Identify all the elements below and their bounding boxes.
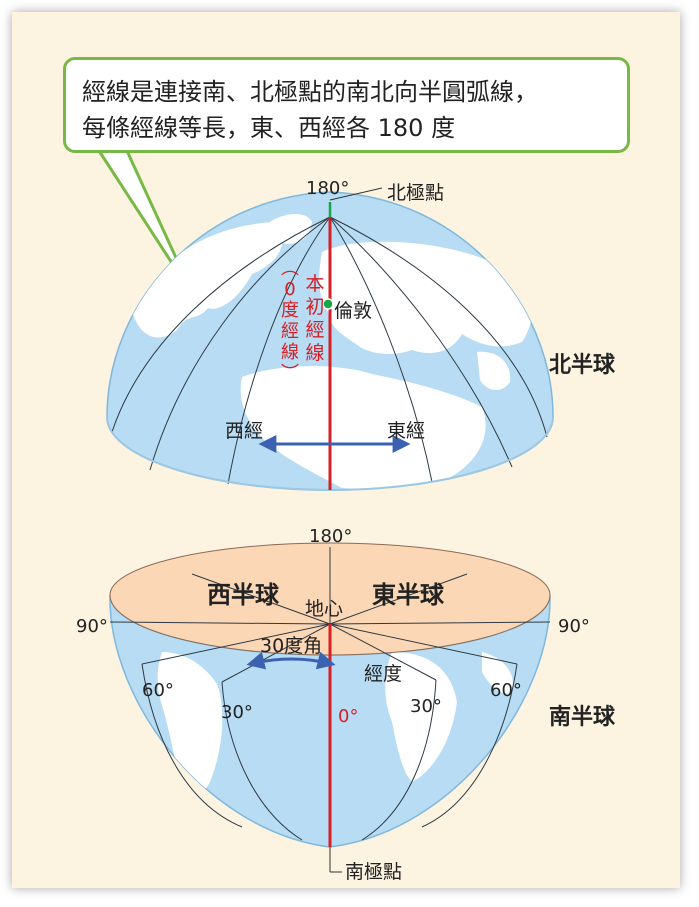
callout-bubble: 經線是連接南、北極點的南北向半圓弧線， 每條經線等長，東、西經各 180 度 — [63, 57, 630, 153]
north-land — [132, 213, 532, 490]
south-180-label: 180° — [309, 526, 352, 547]
southern-hemisphere — [109, 542, 551, 873]
london-label: 倫敦 — [334, 300, 372, 322]
south-meridians — [141, 663, 518, 841]
south-land — [157, 652, 513, 798]
deg-60-right-label: 60° — [490, 680, 522, 701]
deg-90-right-label: 90° — [558, 616, 590, 637]
prime-meridian-title: 本初經線 — [305, 273, 324, 364]
london-dot — [322, 298, 334, 310]
deg-90-left-label: 90° — [76, 616, 108, 637]
deg-30-right-label: 30° — [410, 696, 442, 717]
deg-0-label: 0° — [338, 706, 358, 727]
deg-60-left-label: 60° — [142, 680, 174, 701]
western-hemisphere-label: 西半球 — [207, 581, 280, 609]
north-pole-label: 北極點 — [387, 182, 444, 204]
northern-hemisphere — [106, 187, 554, 492]
north-pole-leader — [329, 187, 383, 201]
southern-hemisphere-label: 南半球 — [549, 705, 616, 730]
deg-30-left-label: 30° — [221, 702, 253, 723]
callout-line-1: 經線是連接南、北極點的南北向半圓弧線， — [82, 78, 538, 106]
earth-center-label: 地心 — [305, 598, 343, 620]
east-longitude-label: 東經 — [387, 420, 425, 442]
northern-hemisphere-label: 北半球 — [549, 353, 616, 378]
svg-text:本初經線: 本初經線 — [305, 273, 324, 364]
angle-30-arrow — [246, 651, 336, 670]
west-longitude-label: 西經 — [225, 420, 263, 442]
north-meridians — [111, 216, 548, 485]
eastern-hemisphere-label: 東半球 — [372, 581, 445, 609]
callout-line-2: 每條經線等長，東、西經各 180 度 — [82, 114, 456, 142]
south-pole-label: 南極點 — [345, 861, 402, 883]
longitude-label: 經度 — [364, 663, 402, 685]
angle-30-label: 30度角 — [260, 635, 322, 657]
north-180-label: 180° — [306, 178, 349, 199]
